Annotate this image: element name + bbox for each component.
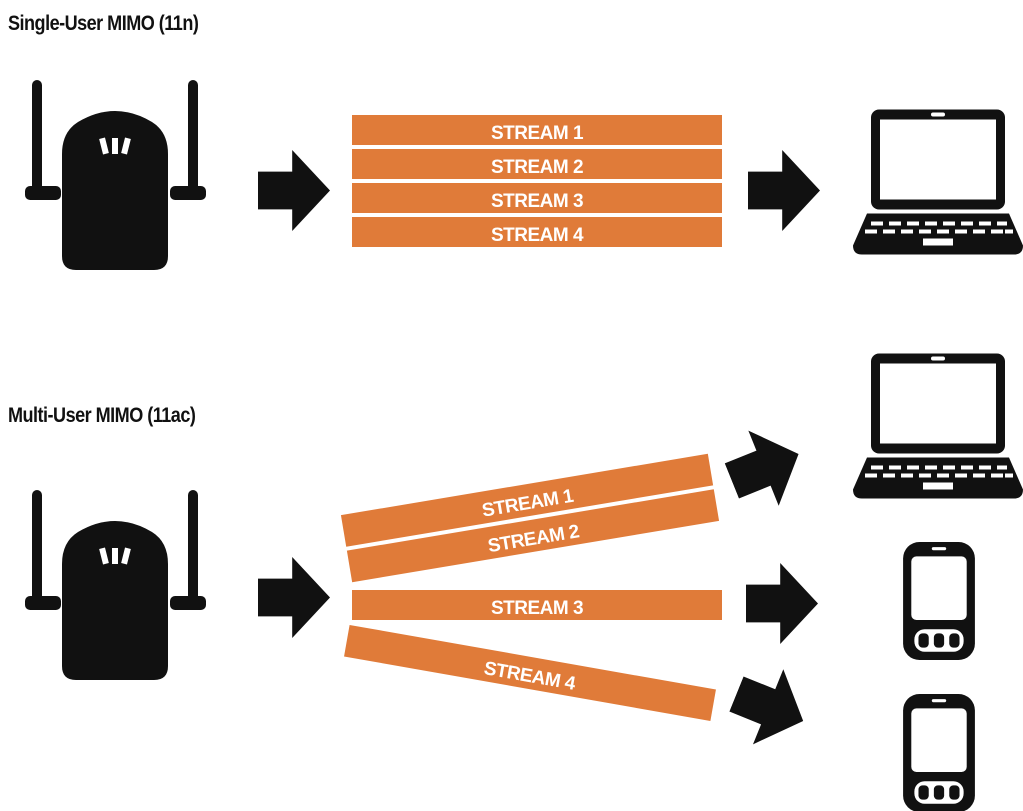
single-user-mimo-title: Single-User MIMO (11n) [8, 12, 199, 35]
right-arrow-icon [716, 416, 814, 519]
single-user-streams: STREAM 1 STREAM 2 STREAM 3 STREAM 4 [352, 115, 722, 247]
multi-user-streams: STREAM 1 STREAM 2 STREAM 3 STREAM 4 [340, 453, 722, 722]
stream-bar [352, 217, 722, 247]
multi-user-mimo-title: Multi-User MIMO (11ac) [8, 404, 196, 427]
router-icon [25, 80, 206, 270]
stream-label: STREAM 1 [491, 123, 584, 144]
right-arrow-icon [748, 150, 820, 231]
stream-bar [352, 115, 722, 145]
smartphone-icon [903, 694, 975, 811]
stream-pair-1-2: STREAM 1 STREAM 2 [340, 453, 720, 583]
laptop-icon [853, 109, 1023, 255]
stream-bar [346, 489, 720, 583]
stream-label: STREAM 4 [491, 225, 584, 246]
right-arrow-icon [258, 557, 330, 638]
right-arrow-icon [258, 150, 330, 231]
right-arrow-icon [746, 563, 818, 644]
stream-bar [352, 183, 722, 213]
stream-label: STREAM 2 [491, 157, 583, 178]
stream-label: STREAM 3 [491, 598, 583, 619]
stream-bar [352, 149, 722, 179]
router-icon [25, 490, 206, 680]
right-arrow-icon [721, 656, 819, 759]
stream-label: STREAM 3 [491, 191, 583, 212]
laptop-icon [853, 353, 1023, 499]
stream-bar [344, 624, 716, 722]
smartphone-icon [903, 542, 975, 660]
stream-4-group: STREAM 4 [344, 624, 716, 722]
stream-bar [340, 453, 714, 547]
stream-bar [352, 590, 722, 620]
